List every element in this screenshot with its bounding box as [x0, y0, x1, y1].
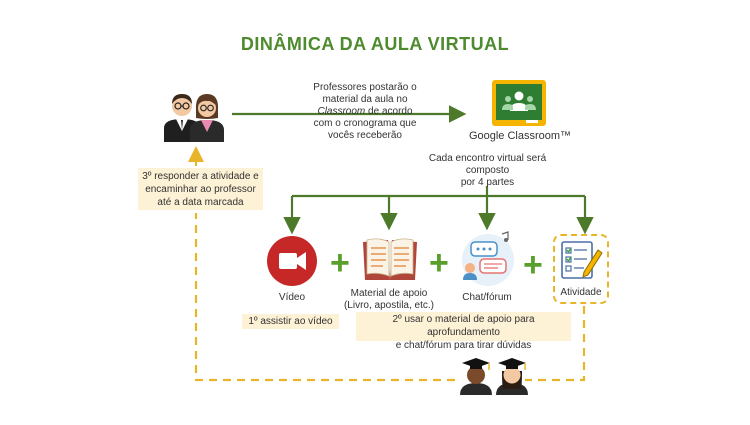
- video-label: Vídeo: [278, 292, 306, 303]
- plus-sign-3: +: [523, 246, 543, 284]
- teachers-icon: [164, 94, 224, 142]
- posting-note-line3: Classroom de acordo: [300, 106, 430, 118]
- book-icon: [363, 238, 417, 280]
- step3-line2: encaminhar ao professor: [145, 184, 256, 195]
- posting-note-line3-rest: de acordo: [365, 106, 413, 117]
- encounter-note-line2: por 4 partes: [460, 177, 515, 188]
- video-play-icon: [267, 236, 317, 286]
- step3-box: 3º responder a atividade e encaminhar ao…: [138, 168, 263, 210]
- activity-label: Atividade: [560, 287, 602, 298]
- material-label-line1: Material de apoio: [350, 288, 428, 299]
- students-graduates-icon: [460, 358, 528, 395]
- activity-checklist-icon: [561, 241, 603, 279]
- step2-line2: e chat/fórum para tirar dúvidas: [395, 340, 532, 351]
- material-label-line2: (Livro, apostila, etc.): [343, 300, 435, 311]
- step1-box: 1º assistir ao vídeo: [242, 314, 339, 329]
- step3-line3: até a data marcada: [157, 197, 244, 208]
- dashed-return-path-left: [194, 213, 455, 382]
- material-label: Material de apoio (Livro, apostila, etc.…: [334, 288, 444, 312]
- classroom-word: Classroom: [317, 106, 366, 117]
- chat-forum-icon: [462, 231, 514, 286]
- posting-note-line4: com o cronograma que: [313, 118, 417, 129]
- page-title: DINÂMICA DA AULA VIRTUAL: [240, 34, 510, 54]
- encounter-note-line1: Cada encontro virtual será composto: [428, 153, 547, 176]
- posting-note-line2: material da aula no: [322, 94, 408, 105]
- plus-sign-2: +: [429, 244, 449, 282]
- posting-note-line1: Professores postarão o: [313, 82, 417, 93]
- activity-frame: [553, 234, 609, 304]
- step2-box: 2º usar o material de apoio para aprofun…: [356, 312, 571, 351]
- chat-label: Chat/fórum: [462, 292, 512, 303]
- step2-line1: 2º usar o material de apoio para aprofun…: [392, 314, 535, 338]
- encounter-note: Cada encontro virtual será composto por …: [415, 153, 560, 189]
- plus-sign-1: +: [330, 244, 350, 282]
- classroom-label: Google Classroom™: [468, 130, 572, 142]
- step3-line1: 3º responder a atividade e: [142, 171, 259, 182]
- posting-note: Professores postarão o material da aula …: [300, 82, 430, 142]
- dashed-return-path: [525, 306, 586, 382]
- google-classroom-icon: [492, 80, 546, 126]
- posting-note-line5: vocês receberão: [328, 130, 402, 141]
